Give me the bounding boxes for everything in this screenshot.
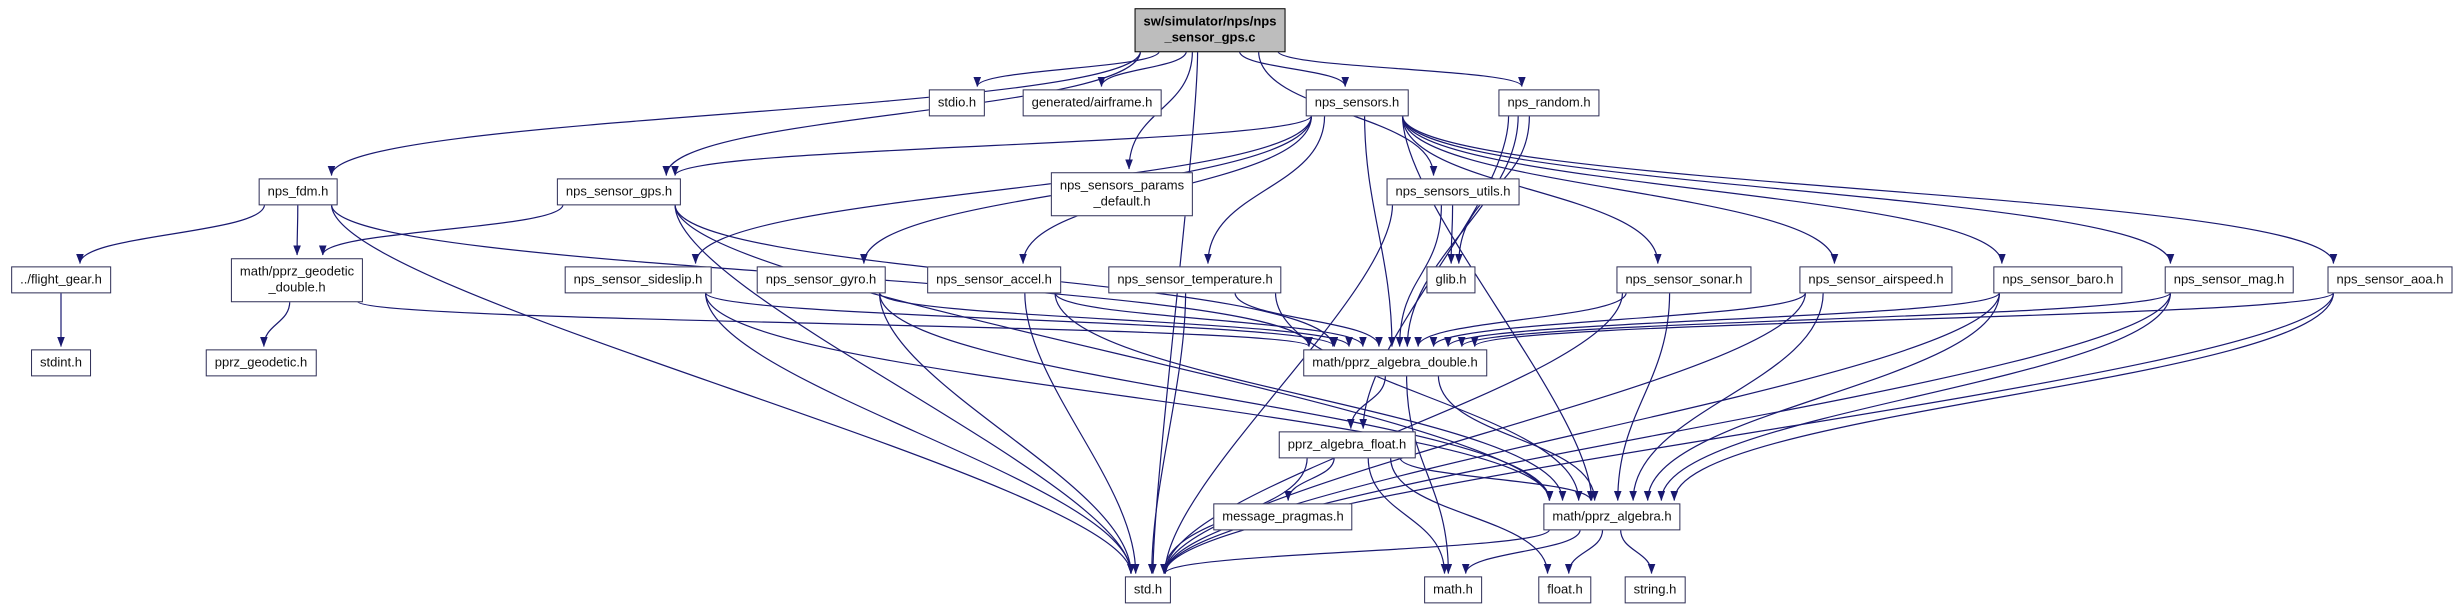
graph-node-math_h: math.h bbox=[1424, 576, 1482, 604]
edge-nps_sensor_gps_h-geodetic_double_h bbox=[319, 204, 564, 256]
edge-algebra_float_h-math_h bbox=[1367, 457, 1449, 574]
edge-main-nps_sensor_gps_h bbox=[662, 50, 1142, 176]
edge-algebra_float_h-message_pragmas_h bbox=[1284, 457, 1335, 501]
edge-nps_sensor_gps_h-std_h bbox=[674, 204, 1135, 574]
graph-node-sideslip_h[interactable]: nps_sensor_sideslip.h bbox=[564, 266, 712, 294]
edge-nps_sensors_h-airspeed_h bbox=[1401, 115, 1839, 264]
graph-node-algebra_h[interactable]: math/pprz_algebra.h bbox=[1543, 503, 1681, 531]
edge-algebra_float_h-float_h bbox=[1390, 457, 1552, 574]
edge-sensors_utils_h-algebra_double_h bbox=[1395, 204, 1442, 347]
edge-gyro_h-algebra_double_h bbox=[878, 291, 1353, 348]
graph-node-params_default_h[interactable]: nps_sensors_params _default.h bbox=[1050, 172, 1194, 216]
edge-gyro_h-std_h bbox=[878, 292, 1135, 574]
graph-node-airspeed_h[interactable]: nps_sensor_airspeed.h bbox=[1799, 266, 1953, 294]
edge-sonar_h-algebra_double_h bbox=[1414, 292, 1627, 347]
graph-node-aoa_h[interactable]: nps_sensor_aoa.h bbox=[2327, 266, 2453, 294]
edge-mag_h-algebra_double_h bbox=[1458, 291, 2172, 348]
graph-node-temperature_h[interactable]: nps_sensor_temperature.h bbox=[1108, 266, 1282, 294]
edge-temperature_h-algebra_h bbox=[1274, 292, 1583, 501]
edge-nps_sensors_h-algebra_double_h bbox=[1364, 115, 1396, 347]
edge-algebra_h-std_h bbox=[1161, 528, 1551, 575]
edge-geodetic_double_h-algebra_double_h bbox=[356, 300, 1313, 348]
edge-algebra_double_h-algebra_h bbox=[1437, 375, 1599, 501]
graph-node-algebra_double_h[interactable]: math/pprz_algebra_double.h bbox=[1303, 349, 1487, 377]
graph-node-std_h[interactable]: std.h bbox=[1124, 576, 1172, 604]
graph-node-baro_h[interactable]: nps_sensor_baro.h bbox=[1993, 266, 2123, 294]
edge-nps_sensors_h-mag_h bbox=[1401, 115, 2175, 264]
edge-sideslip_h-algebra_h bbox=[704, 292, 1554, 501]
edge-nps_sensors_h-sideslip_h bbox=[691, 115, 1313, 264]
edge-algebra_double_h-algebra_float_h bbox=[1347, 375, 1386, 429]
graph-node-stdio_h: stdio.h bbox=[928, 89, 986, 117]
edge-algebra_double_h-math_h bbox=[1406, 375, 1453, 574]
graph-node-accel_h[interactable]: nps_sensor_accel.h bbox=[927, 266, 1061, 294]
graph-node-airframe_h: generated/airframe.h bbox=[1022, 89, 1162, 117]
graph-node-string_h: string.h bbox=[1624, 576, 1686, 604]
edge-temperature_h-std_h bbox=[1147, 292, 1187, 574]
edge-main-std_h bbox=[1149, 50, 1199, 574]
edge-nps_sensors_h-temperature_h bbox=[1204, 115, 1326, 264]
edge-baro_h-algebra_h bbox=[1643, 292, 2001, 501]
graph-node-nps_random_h[interactable]: nps_random.h bbox=[1498, 89, 1600, 117]
edge-aoa_h-std_h bbox=[1161, 292, 2335, 574]
edge-accel_h-algebra_double_h bbox=[1054, 292, 1367, 347]
graph-node-algebra_float_h[interactable]: pprz_algebra_float.h bbox=[1278, 431, 1416, 459]
edge-main-nps_random_h bbox=[1277, 50, 1526, 88]
edge-accel_h-std_h bbox=[1024, 292, 1140, 574]
edge-nps_sensors_h-baro_h bbox=[1401, 115, 2006, 264]
edge-aoa_h-algebra_double_h bbox=[1471, 291, 2335, 348]
edge-nps_fdm_h-flight_gear_h bbox=[76, 204, 266, 264]
edge-mag_h-algebra_h bbox=[1657, 292, 2172, 501]
graph-node-mag_h[interactable]: nps_sensor_mag.h bbox=[2164, 266, 2294, 294]
edge-algebra_h-math_h bbox=[1461, 529, 1581, 574]
graph-node-geodetic_double_h[interactable]: math/pprz_geodetic _double.h bbox=[230, 258, 364, 302]
edge-sonar_h-algebra_h bbox=[1613, 292, 1671, 501]
graph-node-nps_sensor_gps_h[interactable]: nps_sensor_gps.h bbox=[556, 178, 682, 206]
edge-nps_sensors_h-sonar_h bbox=[1401, 115, 1662, 264]
edge-nps_fdm_h-geodetic_double_h bbox=[293, 204, 301, 256]
edge-algebra_h-string_h bbox=[1620, 529, 1656, 574]
edge-baro_h-algebra_double_h bbox=[1444, 291, 2001, 348]
graph-node-sensors_utils_h[interactable]: nps_sensors_utils.h bbox=[1386, 178, 1520, 206]
edge-main-nps_fdm_h bbox=[327, 50, 1142, 176]
edge-sensors_utils_h-glib_h bbox=[1447, 204, 1455, 264]
graph-node-sonar_h[interactable]: nps_sensor_sonar.h bbox=[1616, 266, 1752, 294]
edge-mag_h-std_h bbox=[1161, 292, 2172, 574]
edge-nps_random_h-algebra_double_h bbox=[1403, 115, 1519, 347]
edge-nps_sensors_h-nps_sensor_gps_h bbox=[671, 114, 1313, 177]
edge-gyro_h-algebra_h bbox=[878, 292, 1554, 501]
edge-aoa_h-algebra_h bbox=[1670, 292, 2335, 501]
graph-node-glib_h: glib.h bbox=[1426, 266, 1476, 294]
graph-node-stdint_h: stdint.h bbox=[31, 349, 91, 377]
graph-node-nps_fdm_h[interactable]: nps_fdm.h bbox=[258, 178, 338, 206]
graph-node-flight_gear_h[interactable]: ../flight_gear.h bbox=[11, 266, 111, 294]
edge-airspeed_h-std_h bbox=[1161, 292, 1807, 574]
graph-node-message_pragmas_h[interactable]: message_pragmas.h bbox=[1213, 503, 1353, 531]
edge-sideslip_h-std_h bbox=[704, 292, 1135, 574]
graph-node-gyro_h[interactable]: nps_sensor_gyro.h bbox=[756, 266, 886, 294]
graph-node-float_h: float.h bbox=[1538, 576, 1592, 604]
edge-baro_h-std_h bbox=[1161, 292, 2001, 574]
edge-main-nps_sensors_h bbox=[1238, 50, 1349, 87]
graph-node-nps_sensors_h[interactable]: nps_sensors.h bbox=[1305, 89, 1409, 117]
edge-nps_sensors_h-aoa_h bbox=[1401, 115, 2338, 264]
edge-algebra_float_h-algebra_h bbox=[1399, 457, 1595, 501]
edge-geodetic_double_h-pprz_geodetic_h bbox=[260, 300, 291, 347]
edge-airspeed_h-algebra_double_h bbox=[1429, 292, 1807, 347]
edge-main-airframe_h bbox=[1097, 50, 1187, 87]
graph-node-pprz_geodetic_h[interactable]: pprz_geodetic.h bbox=[205, 349, 317, 377]
edge-temperature_h-algebra_double_h bbox=[1234, 292, 1383, 347]
edge-sideslip_h-algebra_double_h bbox=[704, 291, 1339, 348]
edge-main-stdio_h bbox=[973, 50, 1160, 87]
edge-algebra_h-float_h bbox=[1564, 529, 1604, 574]
edge-accel_h-algebra_h bbox=[1054, 292, 1567, 501]
edge-nps_sensors_h-algebra_h bbox=[1401, 115, 1596, 501]
graph-node-main: sw/simulator/nps/nps _sensor_gps.c bbox=[1134, 8, 1286, 52]
edge-airspeed_h-algebra_h bbox=[1629, 292, 1824, 501]
edge-nps_fdm_h-std_h bbox=[330, 204, 1135, 574]
